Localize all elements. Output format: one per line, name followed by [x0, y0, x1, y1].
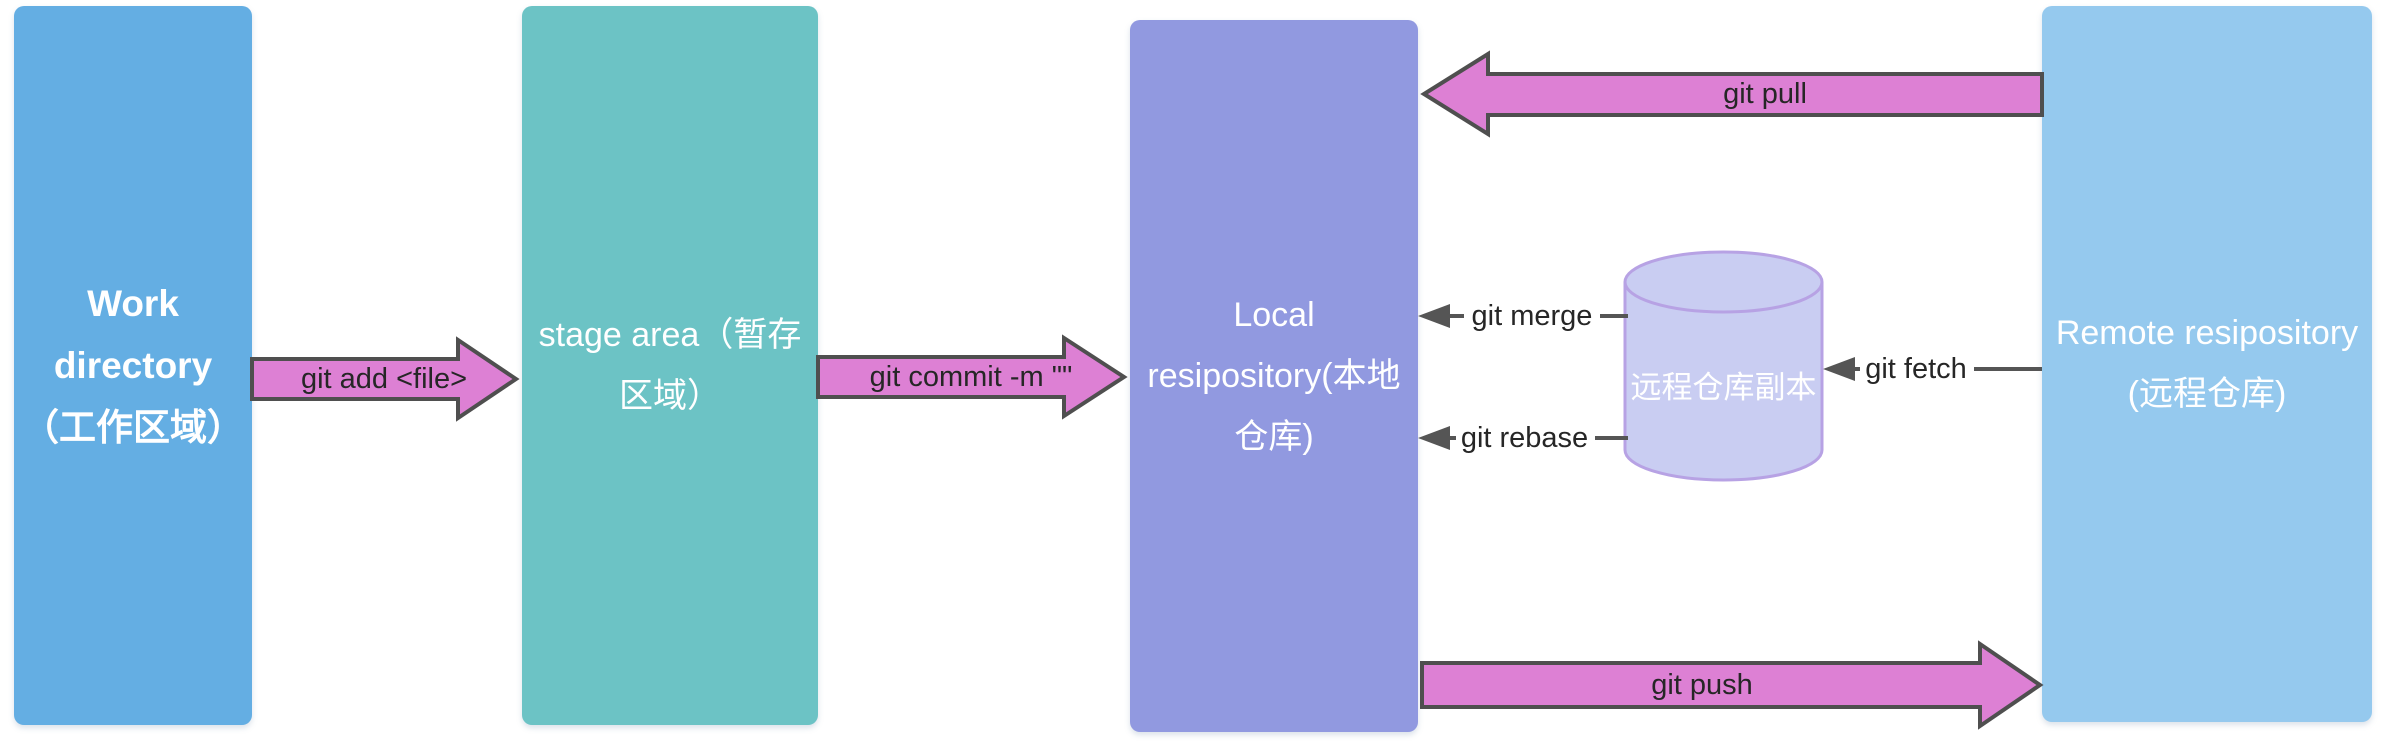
work-directory-box: Work directory （工作区域）	[14, 6, 252, 725]
stage-area-label: stage area（暂存	[538, 315, 802, 354]
remote-copy-cylinder-top	[1623, 250, 1824, 314]
work-directory-label: Work	[87, 282, 179, 324]
git-add-arrow	[250, 336, 520, 422]
work-directory-label: （工作区域）	[22, 406, 244, 448]
work-directory-label: directory	[53, 344, 213, 386]
git-pull-arrow	[1420, 50, 2044, 138]
local-repository-box: Local resipository(本地 仓库)	[1130, 20, 1418, 732]
git-merge-label: git merge	[1471, 300, 1593, 332]
git-commit-label: git commit -m ""	[869, 361, 1073, 393]
git-merge-arrowhead-icon	[1418, 304, 1450, 328]
git-commit-arrow	[816, 334, 1128, 420]
local-repository-label: 仓库)	[1234, 417, 1314, 456]
git-pull-label: git pull	[1723, 78, 1807, 110]
git-rebase-arrowhead-icon	[1418, 426, 1450, 450]
git-add-label: git add <file>	[300, 363, 468, 395]
remote-repository-box: Remote resipository (远程仓库)	[2042, 6, 2372, 722]
local-repository-label: resipository(本地	[1147, 356, 1401, 395]
remote-repository-label: Remote resipository	[2055, 314, 2359, 352]
git-push-label: git push	[1651, 669, 1753, 701]
git-push-arrow	[1420, 640, 2044, 730]
local-repository-label: Local	[1233, 295, 1315, 334]
remote-copy-cylinder-label: 远程仓库副本	[1630, 370, 1817, 405]
git-fetch-label: git fetch	[1865, 353, 1967, 385]
git-fetch-arrowhead-icon	[1823, 357, 1855, 381]
remote-repository-label: (远程仓库)	[2127, 375, 2287, 413]
stage-area-box: stage area（暂存 区域）	[522, 6, 818, 725]
remote-copy-cylinder	[1623, 282, 1824, 482]
git-rebase-label: git rebase	[1460, 422, 1589, 454]
stage-area-label: 区域）	[619, 376, 721, 415]
